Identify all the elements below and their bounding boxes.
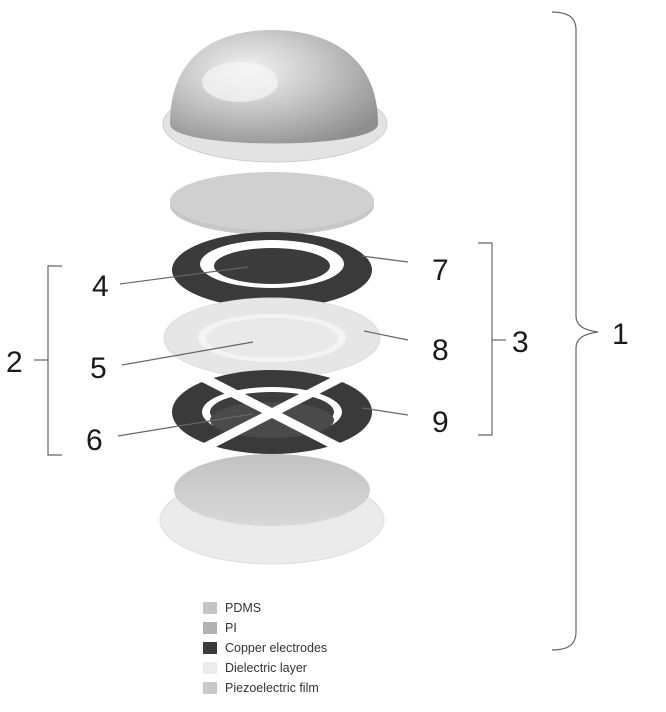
legend-item-pi: PI [203, 618, 327, 637]
legend-item-pdms: PDMS [203, 598, 327, 617]
label-2: 2 [6, 346, 23, 379]
legend-label: Dielectric layer [225, 660, 307, 675]
dome-layer [162, 30, 388, 163]
legend-swatch [203, 601, 217, 614]
legend-label: Piezoelectric film [225, 680, 319, 695]
bracket-2 [34, 265, 62, 456]
label-4: 4 [92, 270, 109, 303]
legend-swatch [203, 641, 217, 654]
legend-item-piezoelectric-film: Piezoelectric film [203, 678, 327, 697]
brace-1 [551, 11, 599, 651]
pdms-disk [170, 172, 374, 235]
label-3: 3 [512, 326, 529, 359]
label-1: 1 [612, 318, 629, 351]
label-8: 8 [432, 334, 449, 367]
label-5: 5 [90, 352, 107, 385]
legend-swatch [203, 621, 217, 634]
legend-swatch [203, 661, 217, 674]
bracket-3 [478, 242, 506, 436]
legend-label: PI [225, 620, 237, 635]
legend-item-copper-electrodes: Copper electrodes [203, 638, 327, 657]
dielectric-layer [163, 297, 381, 379]
legend-label: Copper electrodes [225, 640, 328, 655]
label-9: 9 [432, 406, 449, 439]
legend-swatch [203, 681, 217, 694]
cross-electrode-layer [172, 370, 372, 455]
label-7: 7 [432, 254, 449, 287]
legend-label: PDMS [225, 600, 262, 615]
materials-legend: PDMS PI Copper electrodes Dielectric lay… [203, 598, 327, 698]
base-layer [159, 454, 385, 565]
legend-item-dielectric-layer: Dielectric layer [203, 658, 327, 677]
leader-lines [117, 255, 409, 437]
copper-ring-layer [172, 232, 372, 308]
label-6: 6 [86, 424, 103, 457]
